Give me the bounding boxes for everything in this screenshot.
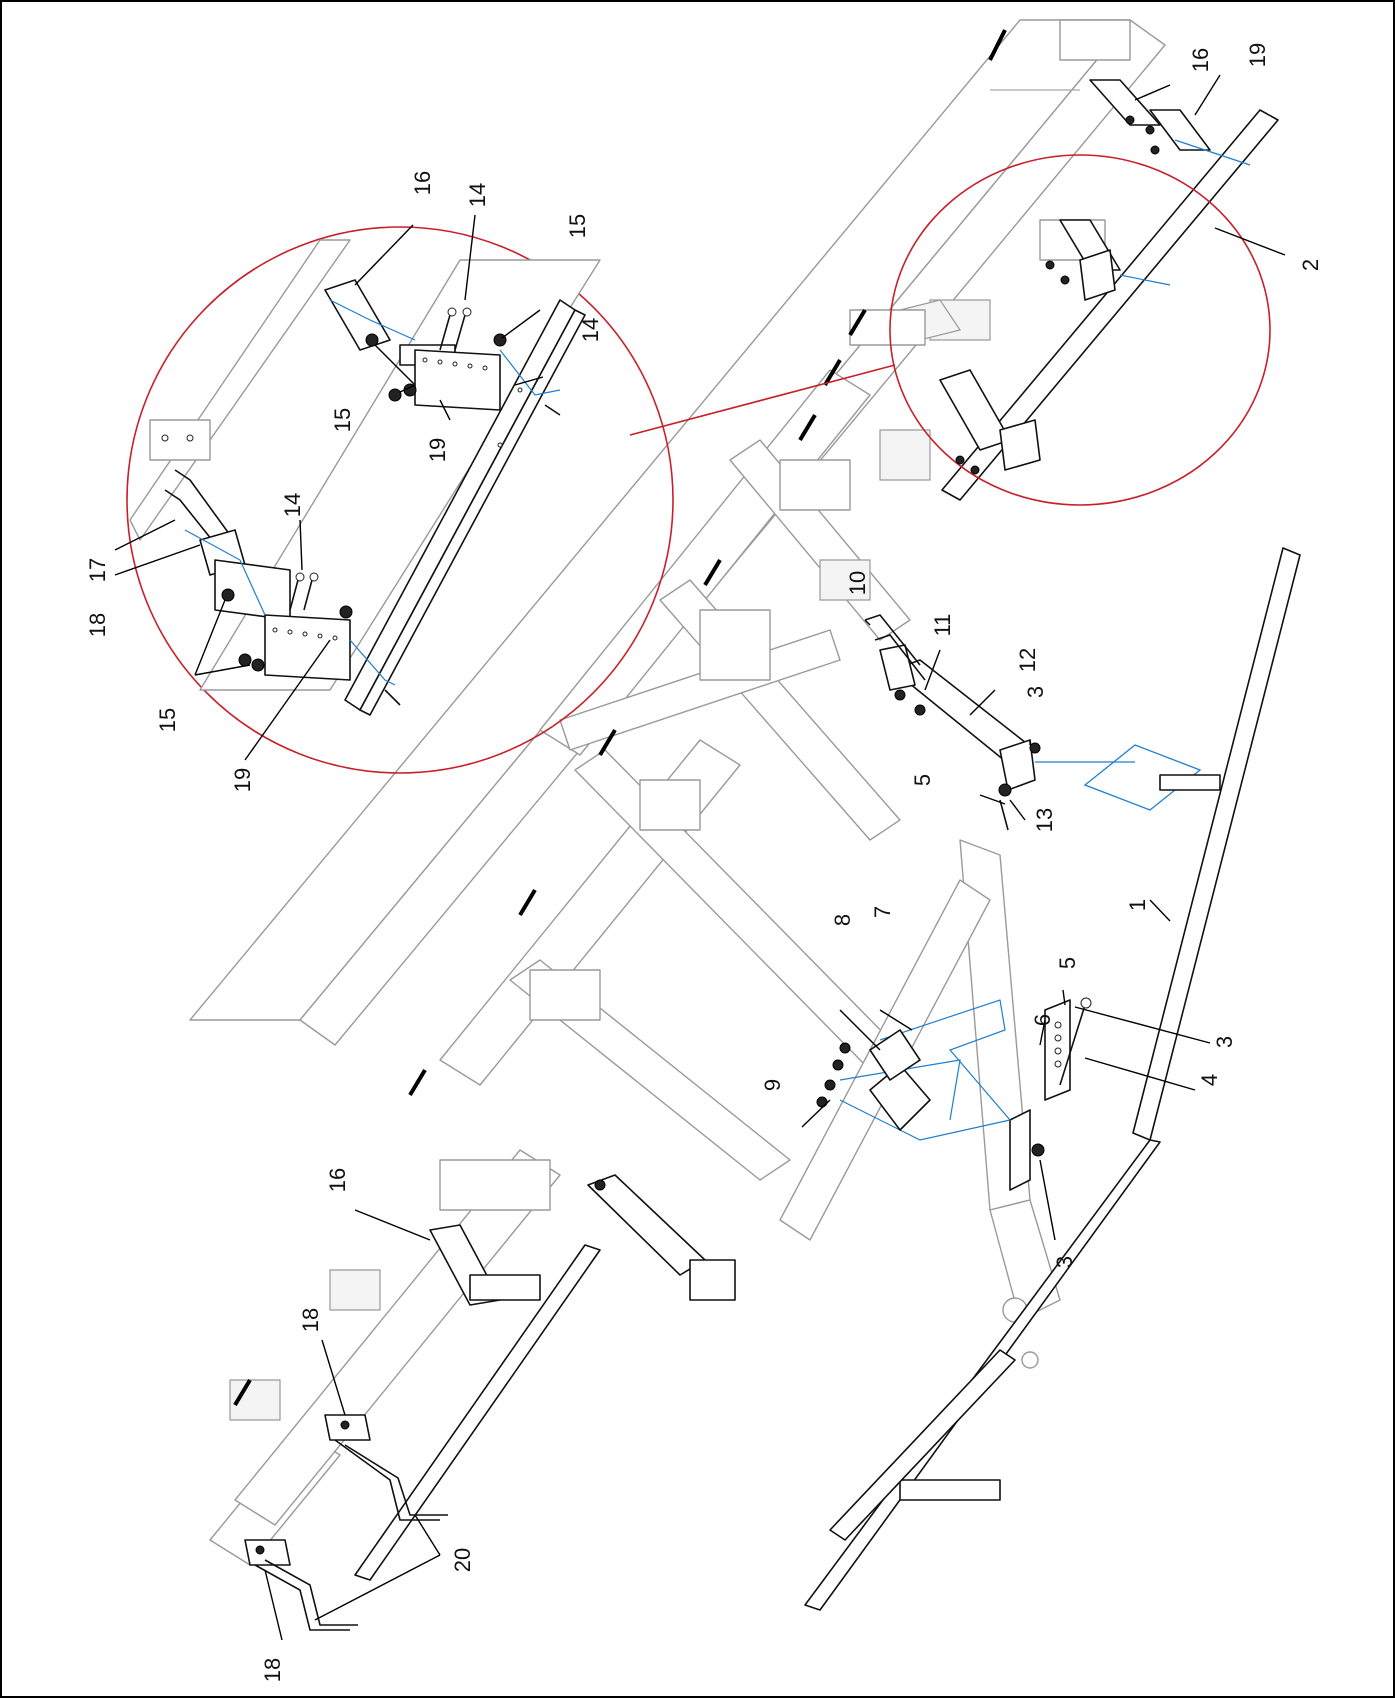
callout-14c: 14 [280, 493, 305, 517]
callout-12: 12 [1015, 648, 1040, 672]
pin-4-assembly [1031, 997, 1092, 1157]
leader-14b [514, 376, 544, 386]
callout-19a: 19 [1245, 43, 1270, 67]
detail-circle-right [889, 154, 1271, 506]
leader-3a [1074, 1006, 1211, 1044]
leader-15d [194, 599, 226, 676]
leader-9 [801, 1099, 831, 1128]
leader-13 [1009, 799, 1026, 821]
frame-edge-marks [233, 29, 1007, 1407]
leader-8 [839, 1009, 881, 1051]
callout-19b: 19 [425, 438, 450, 462]
callout-2: 2 [1298, 259, 1323, 271]
lower-left-mounts [244, 1174, 736, 1631]
callout-9: 9 [760, 1079, 785, 1091]
zoom-detail-circle [126, 226, 674, 774]
leader-5b [1062, 989, 1066, 1006]
callout-14a: 14 [465, 183, 490, 207]
callout-20: 20 [450, 1548, 475, 1572]
callout-6: 6 [1030, 1014, 1055, 1026]
leader-18a [114, 544, 201, 576]
callout-19c: 19 [230, 768, 255, 792]
callout-8: 8 [830, 914, 855, 926]
callout-13: 13 [1032, 808, 1057, 832]
leader-5a [979, 794, 1006, 805]
callout-17: 17 [85, 558, 110, 582]
callout-16b: 16 [410, 171, 435, 195]
callout-18b: 18 [298, 1308, 323, 1332]
callout-4: 4 [1197, 1074, 1222, 1086]
leader-16a [1134, 84, 1171, 101]
leader-18c [264, 1569, 283, 1641]
leader-14a [464, 214, 476, 301]
callout-10: 10 [845, 571, 870, 595]
leader-14c [299, 519, 303, 571]
leader-15b [374, 344, 416, 386]
callout-16a: 16 [1188, 48, 1213, 72]
callout-11: 11 [930, 614, 955, 637]
callout-14b: 14 [578, 318, 603, 342]
callout-5b: 5 [1055, 957, 1080, 969]
leader-17 [114, 519, 176, 551]
mount-plate-6 [1009, 999, 1071, 1191]
callout-labels: 1 2 3 3 3 4 5 5 6 7 8 9 10 11 12 13 14 1… [85, 43, 1323, 1682]
leader-19c [244, 639, 331, 761]
callout-1: 1 [1125, 899, 1150, 911]
leader-19a [1194, 74, 1221, 116]
callout-15c: 15 [155, 708, 180, 732]
upper-right-mounts [941, 79, 1279, 501]
callout-7: 7 [870, 906, 895, 918]
leader-7 [879, 1009, 913, 1031]
leader-10 [864, 619, 871, 626]
callout-16c: 16 [325, 1168, 350, 1192]
leader-16c [354, 1209, 431, 1241]
leader-3b [1039, 1159, 1056, 1241]
leader-16b [354, 224, 414, 286]
leader-18b [321, 1339, 346, 1416]
leader-1 [1149, 899, 1171, 922]
hitch-hardware-paths [816, 999, 1011, 1141]
leader-11 [924, 649, 941, 691]
callout-18a: 18 [85, 613, 110, 637]
leader-15c [399, 384, 416, 393]
callout-5a: 5 [910, 774, 935, 786]
callout-3c: 3 [1023, 686, 1048, 698]
bar-part-1 [804, 547, 1301, 1611]
leader-20a [414, 1514, 441, 1556]
leader-19b [439, 399, 451, 421]
leader-4 [1084, 1057, 1196, 1091]
leader-15e [194, 664, 251, 676]
leader-6 [1039, 1019, 1046, 1046]
leader-15a [501, 309, 541, 339]
leader-20b [314, 1554, 441, 1621]
callout-15a: 15 [565, 214, 590, 238]
u-bolt-10 [864, 614, 926, 681]
leader-2 [1214, 227, 1286, 256]
callout-3a: 3 [1212, 1036, 1237, 1048]
detail-connector [629, 364, 896, 436]
callout-15b: 15 [330, 408, 355, 432]
callout-18c: 18 [260, 1658, 285, 1682]
callout-3b: 3 [1052, 1256, 1077, 1268]
leader-lines [114, 74, 1286, 1641]
leader-12 [969, 689, 996, 716]
